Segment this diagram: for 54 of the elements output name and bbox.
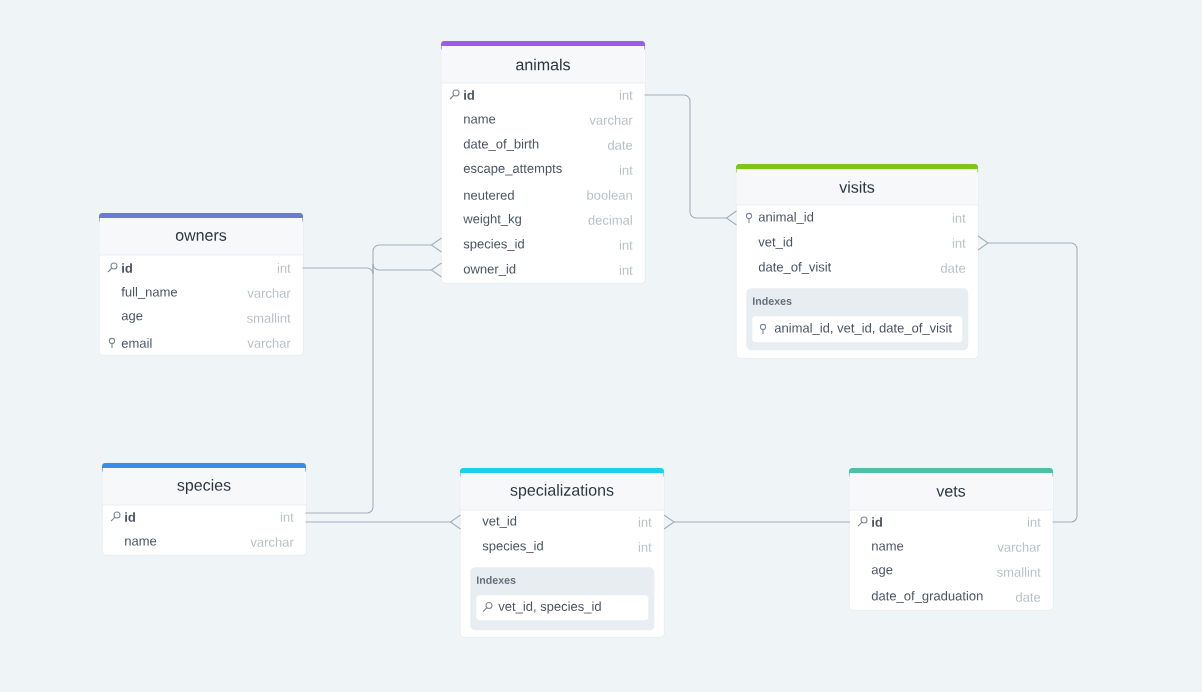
field-type: int xyxy=(1027,517,1041,527)
field-name: date_of_visit xyxy=(758,262,832,274)
field-type: date xyxy=(1016,592,1041,602)
field-name: owner_id xyxy=(463,264,516,276)
field-name: vet_id xyxy=(482,516,517,528)
field-name: vet_id xyxy=(758,237,793,249)
field-type: boolean xyxy=(587,190,632,200)
field-name: name xyxy=(872,543,904,551)
field-type: varchar xyxy=(247,338,291,348)
relationship-line xyxy=(302,262,442,278)
field-name: id xyxy=(125,512,135,522)
field-type: varchar xyxy=(997,542,1041,552)
field-name: name xyxy=(125,538,157,546)
field-name: age xyxy=(121,313,143,323)
field-type: int xyxy=(280,512,294,522)
field-type: int xyxy=(952,238,966,248)
field-name: name xyxy=(464,116,496,124)
field-name: weight_kg xyxy=(463,213,521,227)
field-name: date_of_birth xyxy=(463,139,539,151)
index-entry: animal_id, vet_id, date_of_visit xyxy=(752,316,963,343)
field-type: int xyxy=(277,263,291,273)
field-name: id xyxy=(122,263,132,273)
field-type: int xyxy=(952,213,966,223)
field-type: decimal xyxy=(588,215,632,225)
field-type: date xyxy=(608,140,633,150)
index-entry: vet_id, species_id xyxy=(476,595,649,621)
relationship-line xyxy=(977,235,1078,523)
field-name: species_id xyxy=(463,238,524,252)
field-name: id xyxy=(464,90,474,100)
field-name: email xyxy=(121,338,152,348)
field-type: int xyxy=(619,165,633,175)
field-type: int xyxy=(619,265,633,275)
field-type: varchar xyxy=(250,537,294,547)
field-name: date_of_graduation xyxy=(871,590,983,604)
field-name: full_name xyxy=(121,287,178,299)
field-type: int xyxy=(619,90,633,100)
relationship-line xyxy=(305,514,461,530)
field-type: smallint xyxy=(247,313,291,323)
relationship-line xyxy=(644,94,737,226)
field-type: varchar xyxy=(589,115,633,125)
field-type: smallint xyxy=(997,567,1041,577)
relationship-line xyxy=(663,514,851,530)
field-name: age xyxy=(871,567,893,577)
field-name: id xyxy=(872,517,882,527)
field-name: species_id xyxy=(482,540,543,554)
field-type: int xyxy=(638,542,652,552)
field-name: neutered xyxy=(464,190,514,200)
field-type: int xyxy=(619,240,633,250)
field-name: escape_attempts xyxy=(463,164,562,176)
relationship-line xyxy=(305,237,442,514)
field-type: int xyxy=(638,517,652,527)
field-name: animal_id xyxy=(758,212,814,224)
field-type: date xyxy=(941,263,966,273)
field-type: varchar xyxy=(247,288,291,298)
